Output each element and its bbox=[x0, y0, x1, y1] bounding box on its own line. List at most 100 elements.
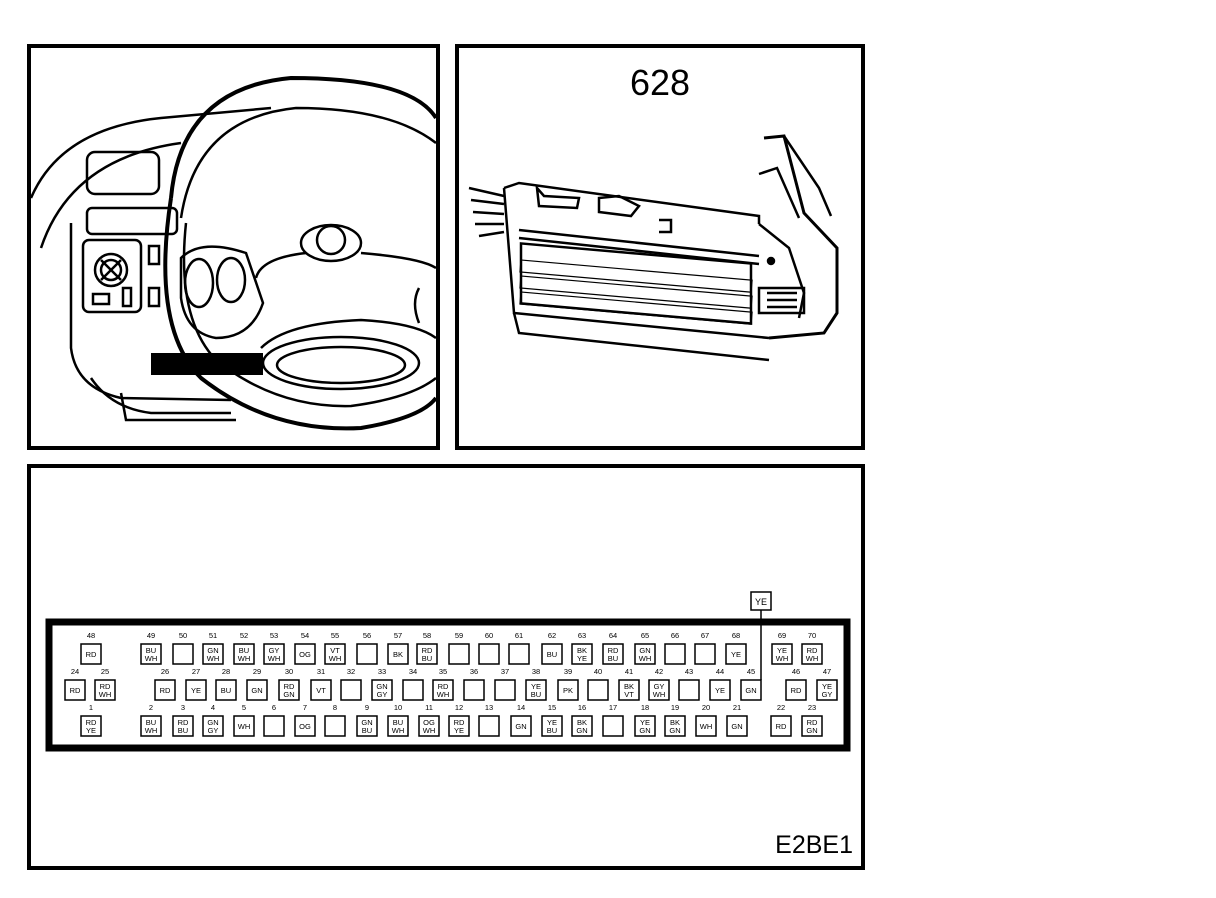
pin-number: 27 bbox=[192, 667, 200, 676]
pin-number: 46 bbox=[792, 667, 800, 676]
pin-cavity bbox=[140, 715, 162, 737]
pin-number: 55 bbox=[331, 631, 339, 640]
pin-cavity bbox=[140, 643, 162, 665]
pin-number: 67 bbox=[701, 631, 709, 640]
pin-8: 8 bbox=[324, 703, 346, 737]
wire-color: GY bbox=[269, 646, 280, 655]
pin-number: 48 bbox=[87, 631, 95, 640]
pin-number: 11 bbox=[425, 703, 433, 712]
pin-5: 5WH bbox=[233, 703, 255, 737]
wire-color: GN bbox=[669, 726, 680, 735]
wire-color: VT bbox=[316, 686, 326, 695]
pin-34: 34 bbox=[402, 667, 424, 701]
connector-number: 628 bbox=[629, 62, 691, 103]
diagram-code: E2BE1 bbox=[775, 831, 853, 859]
pin-cavity bbox=[294, 715, 316, 737]
pin-cavity bbox=[432, 679, 454, 701]
pin-cavity bbox=[387, 715, 409, 737]
pin-number: 34 bbox=[409, 667, 417, 676]
wire-color: GN bbox=[731, 722, 742, 731]
wire-color: YE bbox=[577, 654, 587, 663]
wire-color: RD bbox=[807, 646, 818, 655]
wire-color: WH bbox=[700, 722, 713, 731]
pin-cavity bbox=[557, 679, 579, 701]
dashboard-location-panel bbox=[27, 44, 440, 450]
pin-number: 54 bbox=[301, 631, 309, 640]
wire-color: GY bbox=[377, 690, 388, 699]
pin-number: 26 bbox=[161, 667, 169, 676]
wire-color: RD bbox=[86, 718, 97, 727]
wire-color: RD bbox=[608, 646, 619, 655]
pin-number: 22 bbox=[777, 703, 785, 712]
wire-color: BK bbox=[670, 718, 680, 727]
pin-number: 47 bbox=[823, 667, 831, 676]
pin-number: 10 bbox=[394, 703, 402, 712]
pin-50: 50 bbox=[172, 631, 194, 665]
pin-cavity bbox=[618, 679, 640, 701]
pin-17: 17 bbox=[602, 703, 624, 737]
wire-color: RD bbox=[807, 718, 818, 727]
pin-cavity bbox=[356, 715, 378, 737]
wire-color: WH bbox=[437, 690, 450, 699]
pin-66: 66 bbox=[664, 631, 686, 665]
pin-cavity bbox=[263, 643, 285, 665]
wire-color: YE bbox=[531, 682, 541, 691]
wire-color: WH bbox=[423, 726, 436, 735]
pin-cavity bbox=[154, 679, 176, 701]
pin-number: 36 bbox=[470, 667, 478, 676]
pin-32: 32 bbox=[340, 667, 362, 701]
pin-60: 60 bbox=[478, 631, 500, 665]
pin-number: 57 bbox=[394, 631, 402, 640]
wire-color: BU bbox=[239, 646, 249, 655]
pin-number: 51 bbox=[209, 631, 217, 640]
pin-cavity bbox=[801, 715, 823, 737]
pin-cavity bbox=[215, 679, 237, 701]
pin-cavity bbox=[770, 715, 792, 737]
pin-cavity bbox=[356, 643, 378, 665]
pin-cavity bbox=[587, 679, 609, 701]
pin-number: 45 bbox=[747, 667, 755, 676]
pin-37: 37 bbox=[494, 667, 516, 701]
pin-cavity bbox=[80, 643, 102, 665]
pin-cavity bbox=[541, 715, 563, 737]
wire-color: GN bbox=[361, 718, 372, 727]
pin-cavity bbox=[571, 643, 593, 665]
pin-number: 63 bbox=[578, 631, 586, 640]
wire-color: GN bbox=[283, 690, 294, 699]
pin-cavity bbox=[172, 715, 194, 737]
connector-view-panel: 628 bbox=[455, 44, 865, 450]
wire-color: PK bbox=[563, 686, 573, 695]
wire-color: WH bbox=[806, 654, 819, 663]
pin-number: 7 bbox=[303, 703, 307, 712]
pin-number: 3 bbox=[181, 703, 185, 712]
pin-cavity bbox=[508, 643, 530, 665]
pin-cavity bbox=[340, 679, 362, 701]
wire-color: BU bbox=[362, 726, 372, 735]
pin-number: 12 bbox=[455, 703, 463, 712]
pin-number: 37 bbox=[501, 667, 509, 676]
pin-cavity bbox=[185, 679, 207, 701]
pin-cavity bbox=[278, 679, 300, 701]
wire-color: WH bbox=[329, 654, 342, 663]
wire-color: WH bbox=[268, 654, 281, 663]
pin-number: 70 bbox=[808, 631, 816, 640]
pin-cavity bbox=[726, 715, 748, 737]
